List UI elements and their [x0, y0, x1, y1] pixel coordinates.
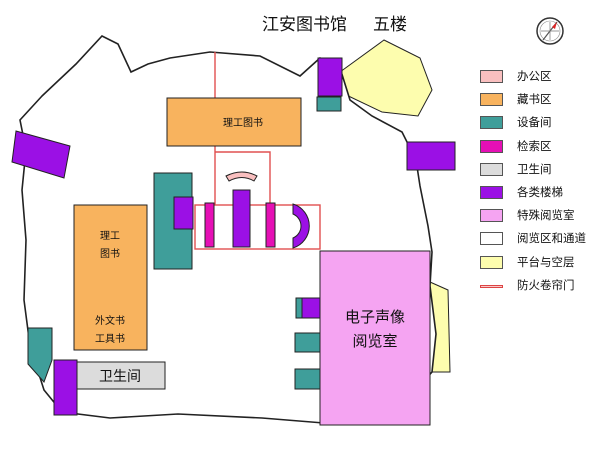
label-ligong-top: 理工图书 [223, 117, 263, 129]
legend-label: 办公区 [517, 69, 552, 83]
stack-ligong-top [166, 97, 302, 147]
map-title: 江安图书馆 五楼 [262, 10, 407, 35]
search-station-b [265, 202, 276, 248]
label-toilet: 卫生间 [99, 369, 141, 385]
stair-curved [292, 203, 310, 249]
floor-label: 五楼 [373, 15, 407, 35]
legend-label: 特殊阅览室 [517, 208, 575, 223]
legend-swatch [480, 139, 503, 153]
stack-ligong-left [73, 204, 148, 351]
legend-swatch [480, 162, 503, 176]
label-av-2: 阅览室 [352, 332, 397, 350]
label-ligong-left-2: 图书 [100, 248, 120, 260]
toilet-room [76, 361, 166, 390]
legend-swatch [480, 185, 503, 199]
legend-swatch [480, 284, 503, 288]
label-waiwen-2: 工具书 [95, 333, 125, 345]
library-name: 江安图书馆 [262, 15, 347, 35]
legend-swatch [480, 116, 503, 130]
stair-center-a [173, 196, 194, 230]
legend-label: 设备间 [517, 115, 552, 130]
stair-right [406, 141, 456, 171]
legend-label: 检索区 [517, 138, 552, 153]
legend-swatch [480, 93, 503, 107]
stair-bottom-left [53, 359, 78, 416]
equipment-room-b [316, 96, 342, 112]
legend-swatch [480, 70, 503, 83]
stair-center-b [232, 189, 251, 248]
label-waiwen-1: 外文书 [95, 314, 125, 327]
label-av-1: 电子声像 [345, 308, 405, 326]
equipment-room-f [27, 327, 53, 383]
legend-swatch [480, 255, 503, 269]
compass-icon [536, 17, 564, 45]
legend-label: 藏书区 [517, 92, 552, 107]
legend-label: 平台与空层 [517, 254, 575, 269]
legend-label: 卫生间 [517, 161, 552, 176]
label-ligong-left-1: 理工 [100, 230, 120, 242]
stair-top [317, 57, 343, 97]
stair-av [301, 297, 321, 319]
legend-label: 防火卷帘门 [517, 277, 575, 292]
legend-swatch [480, 209, 503, 223]
stair-left [11, 130, 71, 179]
office-desk [225, 171, 258, 182]
av-reading-room [319, 250, 431, 426]
search-station-a [204, 202, 215, 248]
legend-label: 各类楼梯 [517, 184, 563, 199]
equipment-room-e [294, 368, 322, 390]
equipment-room-d [294, 332, 322, 353]
legend-label: 阅览区和通道 [517, 231, 586, 246]
legend-swatch [480, 232, 503, 246]
